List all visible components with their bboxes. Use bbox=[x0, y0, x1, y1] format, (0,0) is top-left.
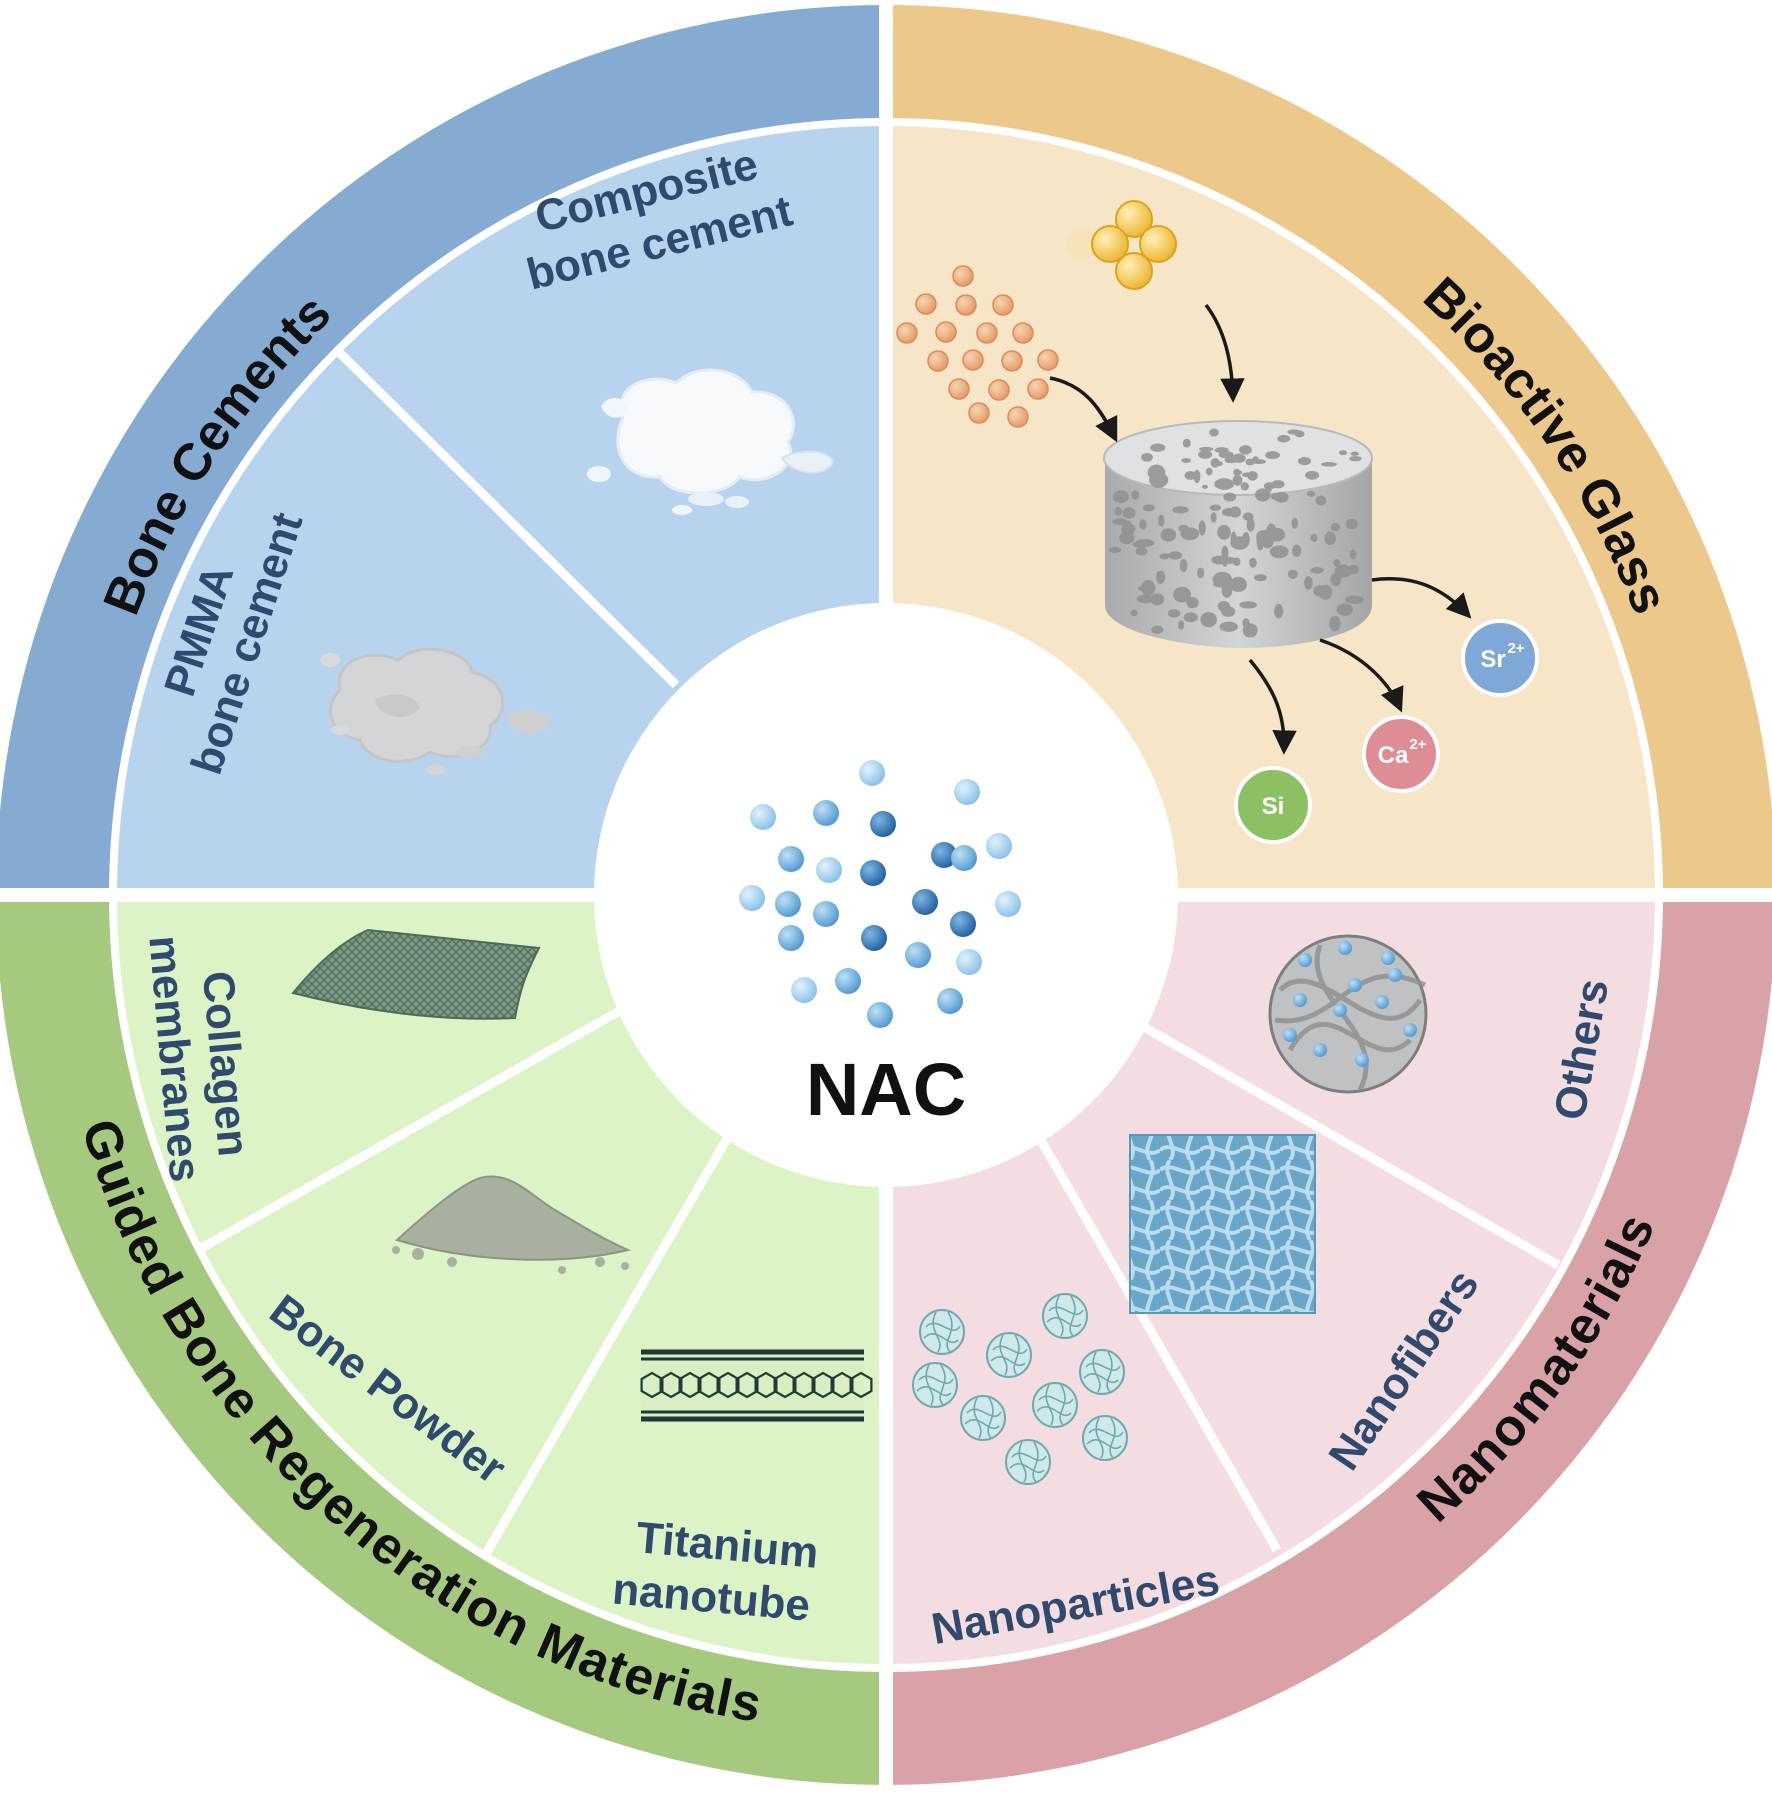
glass-particle bbox=[968, 402, 990, 424]
mesh-membrane-icon bbox=[291, 928, 541, 1020]
glass-particle bbox=[992, 294, 1014, 316]
svg-text:Ca: Ca bbox=[1378, 742, 1409, 769]
nac-bead bbox=[950, 911, 976, 937]
nac-bead bbox=[937, 988, 963, 1014]
glass-arrows bbox=[1049, 303, 1472, 755]
nanoparticle-dot bbox=[1283, 1028, 1297, 1042]
glass-particles-orange bbox=[896, 265, 1059, 428]
nac-bead bbox=[816, 857, 842, 883]
glass-particles-yellow bbox=[1067, 200, 1177, 290]
nanoparticle-dot bbox=[1381, 951, 1395, 965]
nac-bead bbox=[951, 845, 977, 871]
nac-bead bbox=[954, 779, 980, 805]
nanoparticle-icon bbox=[919, 1309, 965, 1355]
nanoparticle-dot bbox=[1293, 993, 1307, 1007]
bone-powder-mound-icon bbox=[392, 1175, 632, 1274]
nanoparticle-dot bbox=[1333, 1003, 1347, 1017]
nanoparticle-dot bbox=[1348, 978, 1362, 992]
nanoparticle-icon bbox=[986, 1332, 1032, 1378]
nac-bead bbox=[905, 942, 931, 968]
nac-bead bbox=[867, 1002, 893, 1028]
powder-pile-icon bbox=[587, 368, 835, 515]
nanoparticle-dot bbox=[1338, 941, 1352, 955]
nac-bead bbox=[739, 885, 765, 911]
nac-bead bbox=[995, 891, 1021, 917]
nac-bead bbox=[986, 833, 1012, 859]
glass-particle bbox=[988, 379, 1010, 401]
nanoparticle-icon bbox=[1032, 1382, 1078, 1428]
si-ion-icon: Si bbox=[1234, 766, 1312, 844]
glass-particle bbox=[955, 294, 977, 316]
sector-dividers bbox=[195, 349, 1561, 1555]
glass-particle bbox=[927, 350, 949, 372]
nanotube-icon bbox=[640, 1348, 873, 1422]
glass-particle bbox=[1001, 350, 1023, 372]
nanoparticle-icon bbox=[1082, 1415, 1128, 1461]
nanoparticle-icon bbox=[1005, 1439, 1051, 1485]
center-circle bbox=[594, 603, 1178, 1187]
svg-text:2+: 2+ bbox=[1507, 640, 1524, 657]
guided-bone-quadrant bbox=[0, 895, 886, 1785]
glass-particle bbox=[1027, 378, 1049, 400]
center-label: NAC bbox=[806, 1048, 966, 1131]
nanoparticle-dot bbox=[1403, 1023, 1417, 1037]
nac-bead bbox=[870, 811, 896, 837]
nac-bead bbox=[778, 846, 804, 872]
nac-bead bbox=[813, 901, 839, 927]
svg-text:2+: 2+ bbox=[1409, 736, 1426, 753]
glass-particle bbox=[1037, 349, 1059, 371]
nac-bead bbox=[813, 800, 839, 826]
nanoparticle-dot bbox=[1298, 953, 1312, 967]
nac-bead bbox=[750, 804, 776, 830]
nac-bead bbox=[859, 760, 885, 786]
sr-ion-icon: Sr 2+ bbox=[1461, 619, 1539, 697]
nac-molecule-cluster bbox=[739, 760, 1021, 1028]
nac-bead bbox=[861, 925, 887, 951]
nanoparticle-icon bbox=[912, 1293, 1128, 1485]
nanoparticle-dot bbox=[1355, 1053, 1369, 1067]
glass-particle bbox=[935, 321, 957, 343]
glass-particle bbox=[976, 322, 998, 344]
nac-bead bbox=[791, 977, 817, 1003]
nanoparticle-icon bbox=[912, 1362, 958, 1408]
glass-particle bbox=[915, 293, 937, 315]
svg-text:Sr: Sr bbox=[1480, 646, 1505, 673]
porous-scaffold-icon bbox=[1103, 420, 1373, 648]
nanofiber-mesh-icon bbox=[1129, 1134, 1316, 1314]
glass-particle bbox=[1007, 406, 1029, 428]
nac-bead bbox=[778, 925, 804, 951]
glass-particle bbox=[962, 349, 984, 371]
nanoparticle-icon bbox=[1079, 1349, 1125, 1395]
nanoparticle-dot bbox=[1375, 995, 1389, 1009]
powder-pile-icon bbox=[320, 647, 550, 775]
nanoparticle-icon bbox=[1042, 1293, 1088, 1339]
nac-bead bbox=[912, 889, 938, 915]
svg-text:Si: Si bbox=[1262, 793, 1285, 820]
nac-bead bbox=[931, 842, 957, 868]
nanoparticle-dot bbox=[1313, 1043, 1327, 1057]
glass-particle bbox=[1012, 322, 1034, 344]
ca-ion-icon: Ca 2+ bbox=[1362, 715, 1440, 793]
nanoparticle-dot bbox=[1388, 968, 1402, 982]
fiber-ball-icon bbox=[1268, 934, 1428, 1094]
nac-bead bbox=[835, 968, 861, 994]
guided-bone-inner bbox=[114, 895, 886, 1667]
nac-bead bbox=[860, 860, 886, 886]
glass-particle bbox=[952, 265, 974, 287]
glass-particle bbox=[896, 322, 918, 344]
nanoparticle-icon bbox=[960, 1395, 1006, 1441]
nac-bead bbox=[956, 949, 982, 975]
glass-particle bbox=[948, 378, 970, 400]
nac-bead bbox=[775, 891, 801, 917]
